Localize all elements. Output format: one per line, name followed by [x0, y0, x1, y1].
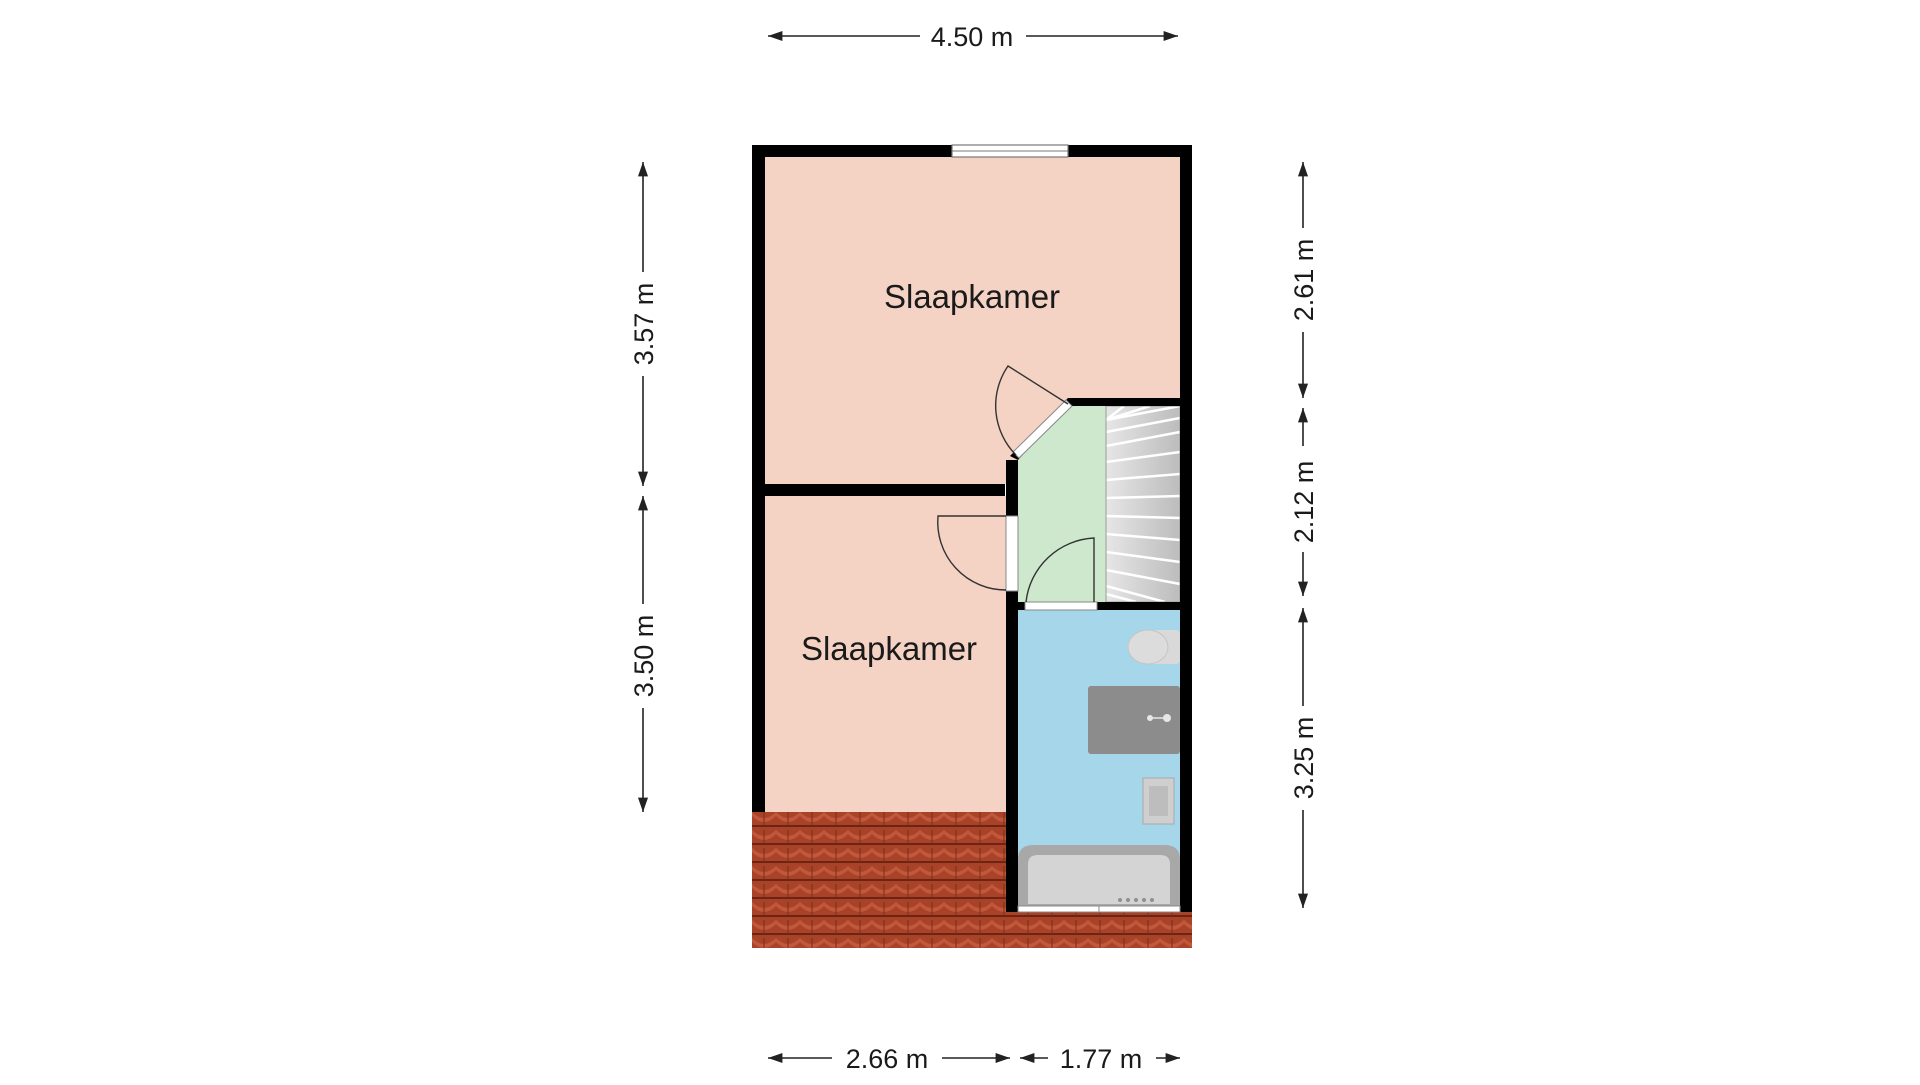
door-bedroom-bottom [937, 515, 1019, 592]
window-top [951, 144, 1069, 158]
dimension-right-upper: 2.61 m [1289, 162, 1319, 398]
window-bottom [1017, 905, 1181, 913]
dimension-left-upper: 3.57 m [629, 162, 659, 486]
staircase [1105, 404, 1181, 604]
dimension-label: 4.50 m [931, 22, 1014, 52]
dimension-label: 3.25 m [1289, 717, 1319, 800]
roof-tiles-right [1006, 912, 1192, 948]
dimension-right-lower: 3.25 m [1289, 608, 1319, 908]
dimension-bottom-right-width: 1.77 m [1020, 1044, 1180, 1074]
toilet-icon [1127, 629, 1180, 665]
dimension-top-width: 4.50 m [768, 22, 1178, 52]
room-label-bedroom-bottom: Slaapkamer [801, 630, 977, 667]
roof-tiles-left [752, 812, 1008, 948]
dimension-label: 3.57 m [629, 283, 659, 366]
dimension-label: 1.77 m [1060, 1044, 1143, 1074]
dimension-bottom-left-width: 2.66 m [768, 1044, 1010, 1074]
dimension-right-middle: 2.12 m [1289, 408, 1319, 596]
room-label-bedroom-top: Slaapkamer [884, 278, 1060, 315]
landing-floor [1018, 406, 1106, 602]
dimension-label: 2.66 m [846, 1044, 929, 1074]
dimension-label: 2.12 m [1289, 461, 1319, 544]
dimension-label: 2.61 m [1289, 239, 1319, 322]
sink-cabinet-icon [1088, 686, 1180, 754]
bedroom-bottom-floor [765, 496, 1006, 812]
bathtub-icon [1018, 845, 1180, 912]
dimension-left-lower: 3.50 m [629, 496, 659, 812]
door-bathroom [1024, 537, 1098, 611]
washbasin-icon [1142, 777, 1175, 825]
dimension-label: 3.50 m [629, 615, 659, 698]
door-bedroom-top [994, 365, 1073, 459]
